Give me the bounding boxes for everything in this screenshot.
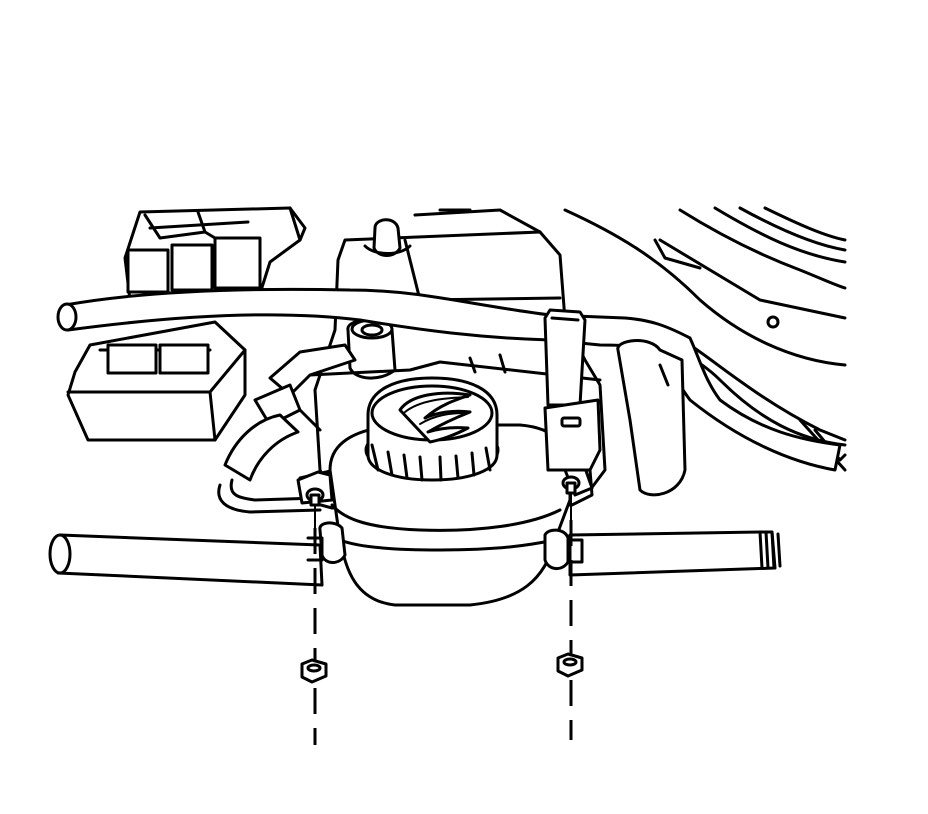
- lower-hose: [48, 530, 782, 587]
- power-steering-reservoir: [296, 376, 602, 607]
- wire-harness: [217, 343, 357, 514]
- body-panel-lines: [563, 206, 847, 472]
- upper-hose: [56, 287, 842, 472]
- left-fastener: [300, 487, 328, 745]
- relay-center: [66, 206, 307, 442]
- overflow-tube: [616, 339, 687, 497]
- right-fastener: [556, 475, 584, 740]
